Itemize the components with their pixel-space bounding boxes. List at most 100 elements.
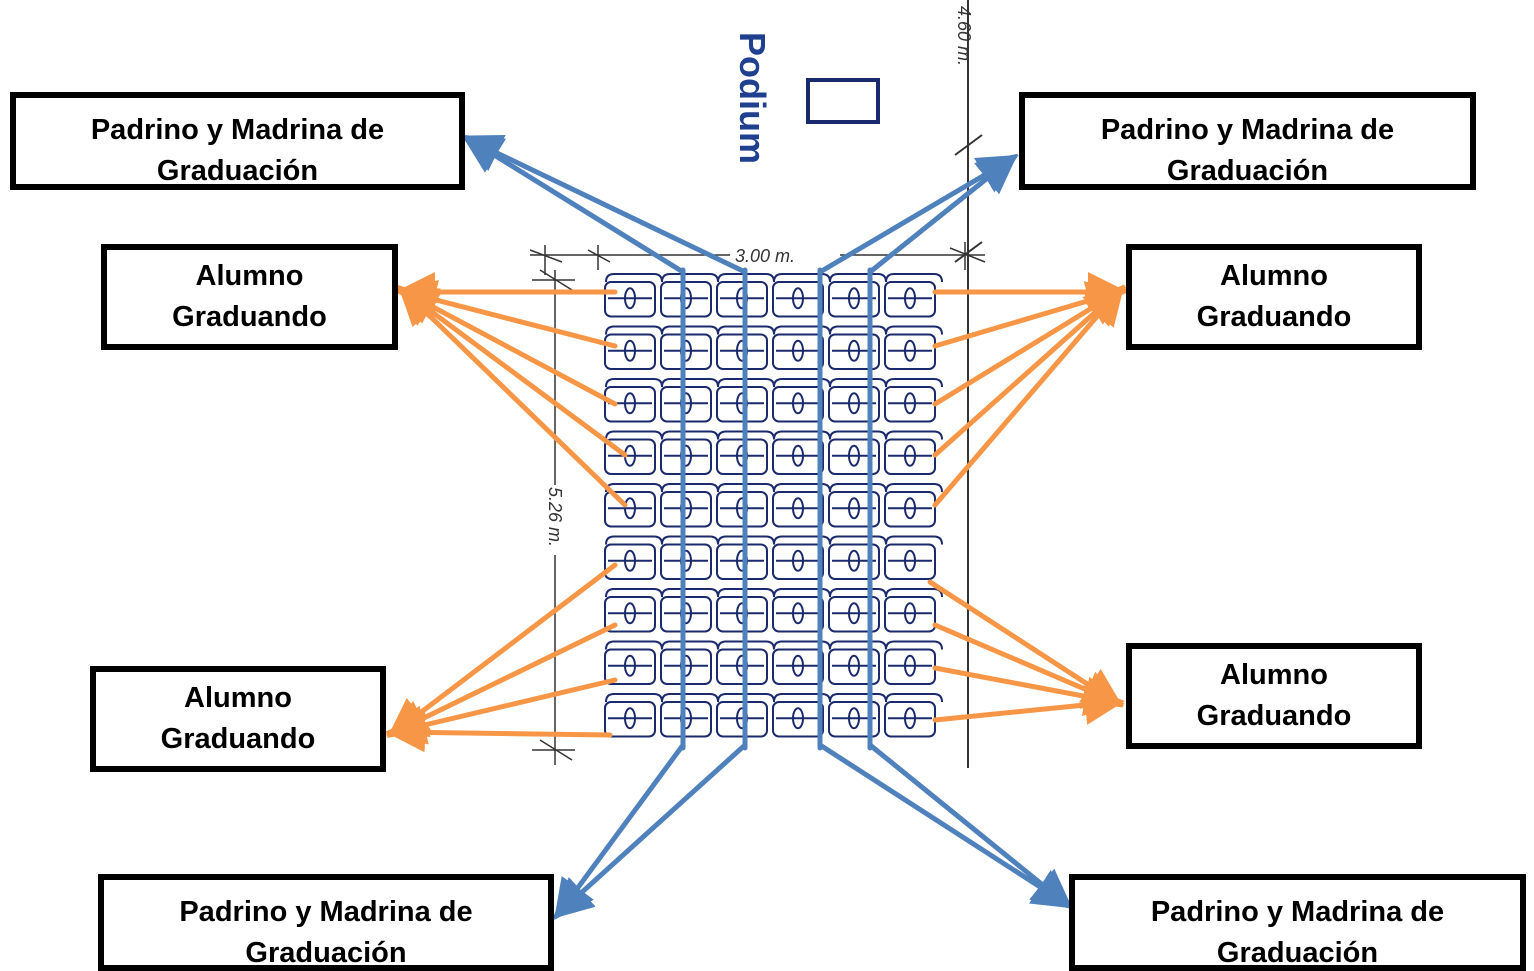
- student-label-bottom-left: Alumno Graduando: [90, 666, 386, 772]
- seat: [828, 693, 887, 738]
- podium-shape: [806, 78, 880, 124]
- godparent-arrow: [817, 742, 1074, 909]
- student-label-bottom-right: Alumno Graduando: [1126, 643, 1422, 749]
- student-arrow: [932, 284, 1125, 508]
- label-line: Alumno: [1220, 260, 1328, 292]
- student-arrow: [385, 712, 613, 753]
- seat: [660, 483, 719, 528]
- student-arrow: [395, 280, 618, 349]
- student-arrow: [387, 562, 618, 739]
- seat: [884, 535, 943, 580]
- seat: [772, 378, 831, 423]
- seat: [604, 325, 663, 370]
- label-line: Padrino y Madrina de: [90, 114, 385, 146]
- godparent-arrow: [461, 134, 686, 275]
- seat: [884, 640, 943, 685]
- label-line: Graduando: [172, 301, 327, 333]
- seat: [884, 430, 943, 475]
- seat: [884, 325, 943, 370]
- godparent-arrow: [867, 742, 1073, 910]
- seat: [604, 273, 663, 318]
- label-line: Alumno: [1220, 659, 1328, 691]
- seat: [660, 273, 719, 318]
- seat: [828, 273, 887, 318]
- godparent-label-top-right: Padrino y Madrina de Graduación: [1019, 92, 1476, 190]
- student-label-top-left: Alumno Graduando: [101, 244, 398, 350]
- seat: [828, 430, 887, 475]
- godparent-arrow: [552, 742, 748, 919]
- seat: [828, 483, 887, 528]
- seat: [772, 273, 831, 318]
- width-dimension-text: 3.00 m.: [735, 246, 795, 266]
- label-line: Alumno: [195, 260, 304, 292]
- student-arrow: [396, 286, 628, 458]
- label-line: Alumno: [184, 682, 292, 714]
- label-line: Graduando: [1196, 301, 1352, 333]
- seat: [660, 693, 719, 738]
- godparent-arrow: [554, 742, 686, 921]
- podium-label: Podium: [732, 32, 773, 164]
- student-arrow: [397, 285, 628, 508]
- godparent-arrows: [460, 134, 1074, 921]
- seat: [828, 535, 887, 580]
- seat: [828, 640, 887, 685]
- seat: [828, 378, 887, 423]
- depth-dimension-text: 5.26 m.: [545, 487, 565, 547]
- label-line: Graduando: [160, 723, 316, 755]
- label-line: Graduación: [1166, 155, 1329, 187]
- seat: [828, 588, 887, 633]
- godparent-arrow: [460, 134, 748, 275]
- label-line: Graduación: [1216, 937, 1379, 969]
- godparent-label-top-left: Padrino y Madrina de Graduación: [10, 92, 465, 190]
- seat-grid: [604, 273, 943, 738]
- student-arrow: [932, 622, 1125, 709]
- seat: [884, 378, 943, 423]
- student-arrow: [386, 622, 618, 737]
- seat: [604, 430, 663, 475]
- label-line: Padrino y Madrina de: [179, 896, 473, 928]
- seat: [772, 588, 831, 633]
- seat: [772, 325, 831, 370]
- label-line: Graduación: [245, 937, 407, 969]
- seat: [884, 273, 943, 318]
- seat: [772, 483, 831, 528]
- width-dimension: 3.00 m.: [529, 242, 986, 275]
- student-arrow: [385, 677, 618, 745]
- seat: [884, 588, 943, 633]
- seat: [660, 640, 719, 685]
- seat: [884, 693, 943, 738]
- label-line: Graduando: [1196, 700, 1352, 732]
- label-line: Padrino y Madrina de: [1150, 896, 1445, 928]
- godparent-label-bottom-left: Padrino y Madrina de Graduación: [98, 874, 554, 971]
- godparent-label-bottom-right: Padrino y Madrina de Graduación: [1069, 874, 1526, 971]
- seat: [772, 640, 831, 685]
- student-arrow: [932, 286, 1127, 407]
- label-line: Padrino y Madrina de: [1100, 114, 1395, 146]
- seat: [660, 588, 719, 633]
- seat: [604, 693, 663, 738]
- student-arrow: [396, 287, 618, 407]
- seat: [604, 588, 663, 633]
- student-arrows: [385, 272, 1128, 753]
- student-label-top-right: Alumno Graduando: [1126, 244, 1422, 350]
- student-arrow: [932, 685, 1125, 725]
- seat: [660, 378, 719, 423]
- seat: [828, 325, 887, 370]
- depth-dimension: 5.26 m.: [532, 269, 575, 765]
- godparent-arrow: [867, 153, 1018, 275]
- label-line: Graduación: [156, 155, 319, 187]
- seat: [660, 325, 719, 370]
- seat: [772, 535, 831, 580]
- seat: [604, 535, 663, 580]
- distance-dimension-text: 4.60 m.: [954, 6, 974, 66]
- seat: [604, 640, 663, 685]
- seat: [772, 693, 831, 738]
- seat: [660, 535, 719, 580]
- seat: [772, 430, 831, 475]
- seat: [604, 483, 663, 528]
- seat: [884, 483, 943, 528]
- seat: [604, 378, 663, 423]
- seat: [660, 430, 719, 475]
